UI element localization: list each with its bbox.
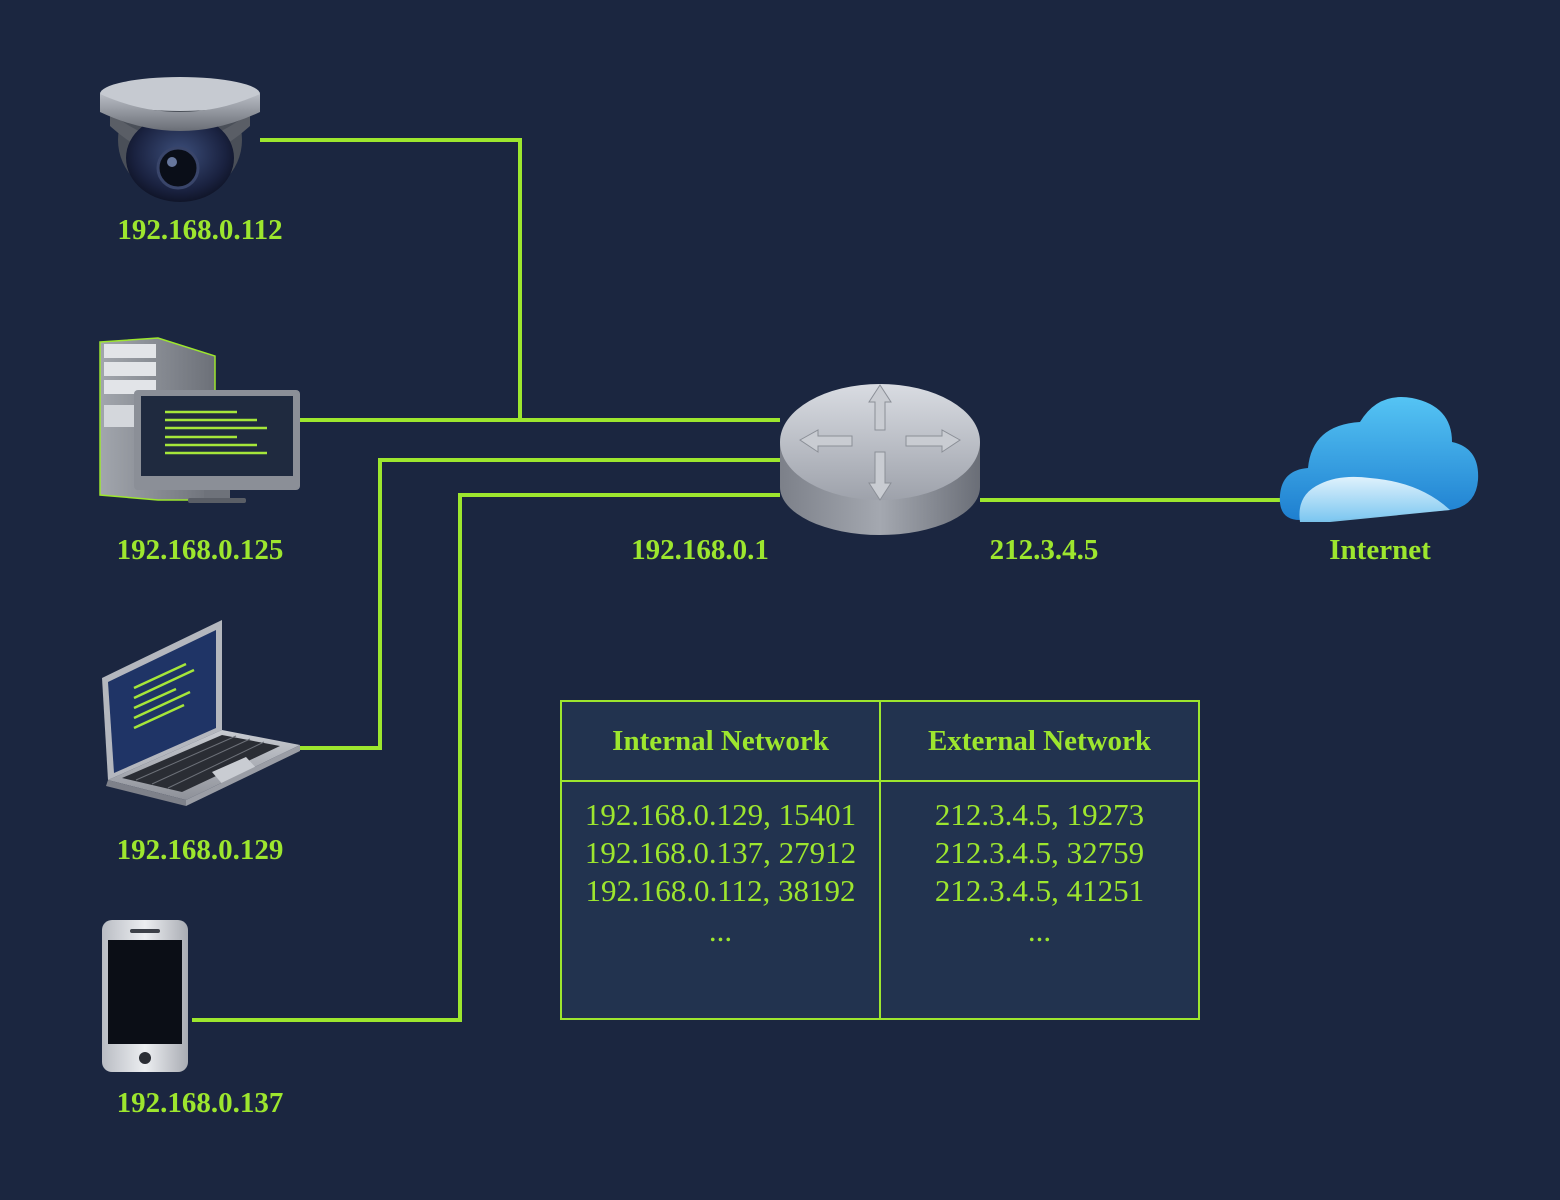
external-network-entries: 212.3.4.5, 19273 212.3.4.5, 32759 212.3.… <box>881 782 1198 950</box>
camera-ip-label: 192.168.0.112 <box>117 214 283 246</box>
link-camera <box>260 138 522 420</box>
internal-network-entries: 192.168.0.129, 15401 192.168.0.137, 2791… <box>562 782 879 950</box>
internal-column: Internal Network 192.168.0.129, 15401 19… <box>562 702 879 1018</box>
external-ellipsis: ... <box>1027 913 1052 948</box>
nat-table: Internal Network 192.168.0.129, 15401 19… <box>560 700 1200 1020</box>
desktop-computer-icon <box>99 337 300 503</box>
internal-network-header: Internal Network <box>562 702 879 782</box>
internal-entry: 192.168.0.112, 38192 <box>585 873 856 908</box>
external-entry: 212.3.4.5, 19273 <box>934 797 1145 832</box>
external-entry: 212.3.4.5, 41251 <box>934 873 1145 908</box>
phone-ip-label: 192.168.0.137 <box>116 1087 284 1119</box>
internal-ellipsis: ... <box>708 913 733 948</box>
smartphone-icon <box>102 920 188 1072</box>
internal-entry: 192.168.0.137, 27912 <box>584 835 857 870</box>
cloud-icon <box>1279 397 1479 522</box>
router-internal-ip-label: 192.168.0.1 <box>631 534 769 566</box>
external-network-header: External Network <box>881 702 1198 782</box>
laptop-icon <box>102 620 300 806</box>
link-phone <box>192 493 780 1022</box>
connection-lines <box>192 138 1282 1022</box>
internet-label: Internet <box>1329 534 1431 566</box>
desktop-ip-label: 192.168.0.125 <box>116 534 284 566</box>
laptop-ip-label: 192.168.0.129 <box>116 834 284 866</box>
link-laptop <box>300 458 780 750</box>
security-camera-icon <box>100 77 260 202</box>
internal-entry: 192.168.0.129, 15401 <box>584 797 857 832</box>
router-icon <box>780 384 980 535</box>
external-column: External Network 212.3.4.5, 19273 212.3.… <box>879 702 1198 1018</box>
external-entry: 212.3.4.5, 32759 <box>934 835 1145 870</box>
router-external-ip-label: 212.3.4.5 <box>989 534 1099 566</box>
